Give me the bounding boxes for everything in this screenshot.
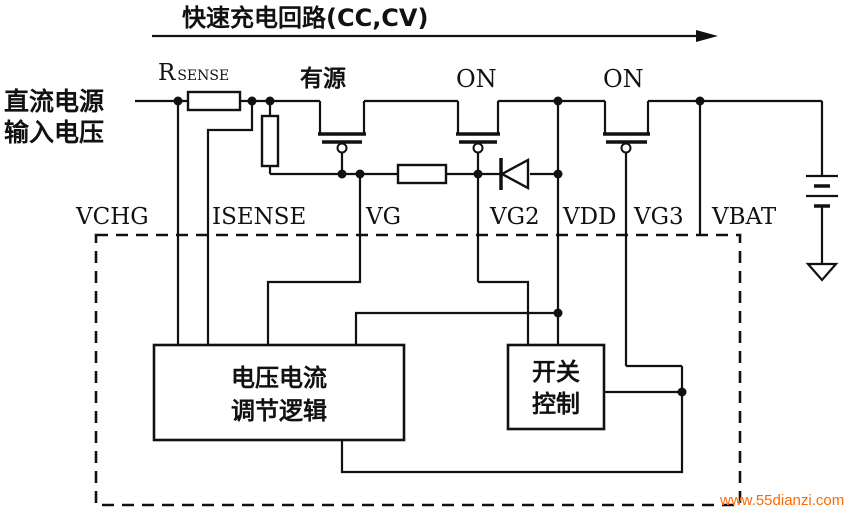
switch-control-block xyxy=(506,343,606,431)
gate-line xyxy=(270,163,558,185)
ic-boundary xyxy=(94,233,742,507)
ground-icon xyxy=(805,262,839,282)
vg3-loop-wire xyxy=(340,390,684,474)
isense-wire xyxy=(206,101,254,345)
regulator-block xyxy=(152,343,406,442)
switch-block-line1: 开关 xyxy=(532,358,580,386)
pin-label-vg3: VG3 xyxy=(633,204,684,230)
battery xyxy=(806,174,838,264)
gate-resistor xyxy=(260,101,280,174)
pin-label-vg2: VG2 xyxy=(489,204,540,230)
input-label-line1: 直流电源 xyxy=(4,87,104,116)
pin-label-vg: VG xyxy=(365,204,401,230)
diode xyxy=(499,157,530,191)
fet3-transistor xyxy=(603,132,650,366)
pin-label-isense: ISENSE xyxy=(212,204,306,230)
regulator-block-line1: 电压电流 xyxy=(231,364,327,392)
vdd-feed-wire xyxy=(354,311,558,345)
fet3-label: ON xyxy=(603,65,644,93)
pin-label-vdd: VDD xyxy=(562,204,617,230)
pin-label-vchg: VCHG xyxy=(75,204,149,230)
diagram-title: 快速充电回路(CC,CV) xyxy=(182,4,428,32)
switch-block-line2: 控制 xyxy=(532,390,580,418)
pin-label-vbat: VBAT xyxy=(711,204,777,230)
fet1-transistor xyxy=(318,132,366,174)
junction-dots xyxy=(173,96,705,397)
regulator-block-line2: 调节逻辑 xyxy=(231,397,327,425)
input-label-line2: 输入电压 xyxy=(4,118,104,147)
rsense-resistor xyxy=(186,90,242,112)
fet2-label: ON xyxy=(456,65,497,93)
vg-wire xyxy=(266,174,362,345)
watermark: www.55dianzi.com xyxy=(719,492,844,509)
vg2-wire xyxy=(478,280,530,345)
current-flow-arrow xyxy=(152,30,718,42)
fet1-label: 有源 xyxy=(300,65,346,92)
main-rail xyxy=(135,99,824,176)
